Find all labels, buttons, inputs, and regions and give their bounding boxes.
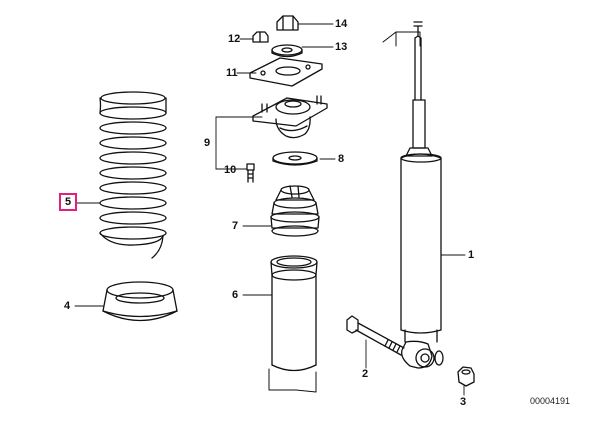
mount-bolt[interactable] [246,163,255,183]
support-plate[interactable] [271,44,303,58]
washer[interactable] [272,151,318,166]
protective-tube[interactable] [270,255,318,372]
part-label-4[interactable]: 4 [64,300,71,312]
bump-stop[interactable] [270,185,320,237]
part-label-5-highlighted[interactable]: 5 [59,193,78,211]
leader-lines [74,23,466,396]
document-number: 00004191 [530,396,571,406]
part-label-11[interactable]: 11 [226,67,238,79]
shock-absorber[interactable] [400,21,444,369]
mounting-bolt[interactable] [346,315,405,356]
part-label-8[interactable]: 8 [338,153,345,165]
part-label-13[interactable]: 13 [335,41,348,53]
part-label-7[interactable]: 7 [232,220,239,232]
part-label-14[interactable]: 14 [335,18,348,30]
nut[interactable] [252,31,269,43]
spring-pad[interactable] [102,281,178,322]
part-label-1[interactable]: 1 [468,249,475,261]
part-label-12[interactable]: 12 [228,33,241,45]
cap-nut[interactable] [276,15,299,31]
part-label-6[interactable]: 6 [232,289,239,301]
strut-mount[interactable] [252,95,328,139]
part-label-10[interactable]: 10 [224,164,237,176]
coil-spring[interactable] [99,91,167,259]
part-label-3[interactable]: 3 [460,396,467,408]
lock-nut[interactable] [457,366,475,387]
gasket[interactable] [249,57,323,87]
part-label-9[interactable]: 9 [204,137,211,149]
part-label-2[interactable]: 2 [362,368,369,380]
break-lines [268,31,421,393]
